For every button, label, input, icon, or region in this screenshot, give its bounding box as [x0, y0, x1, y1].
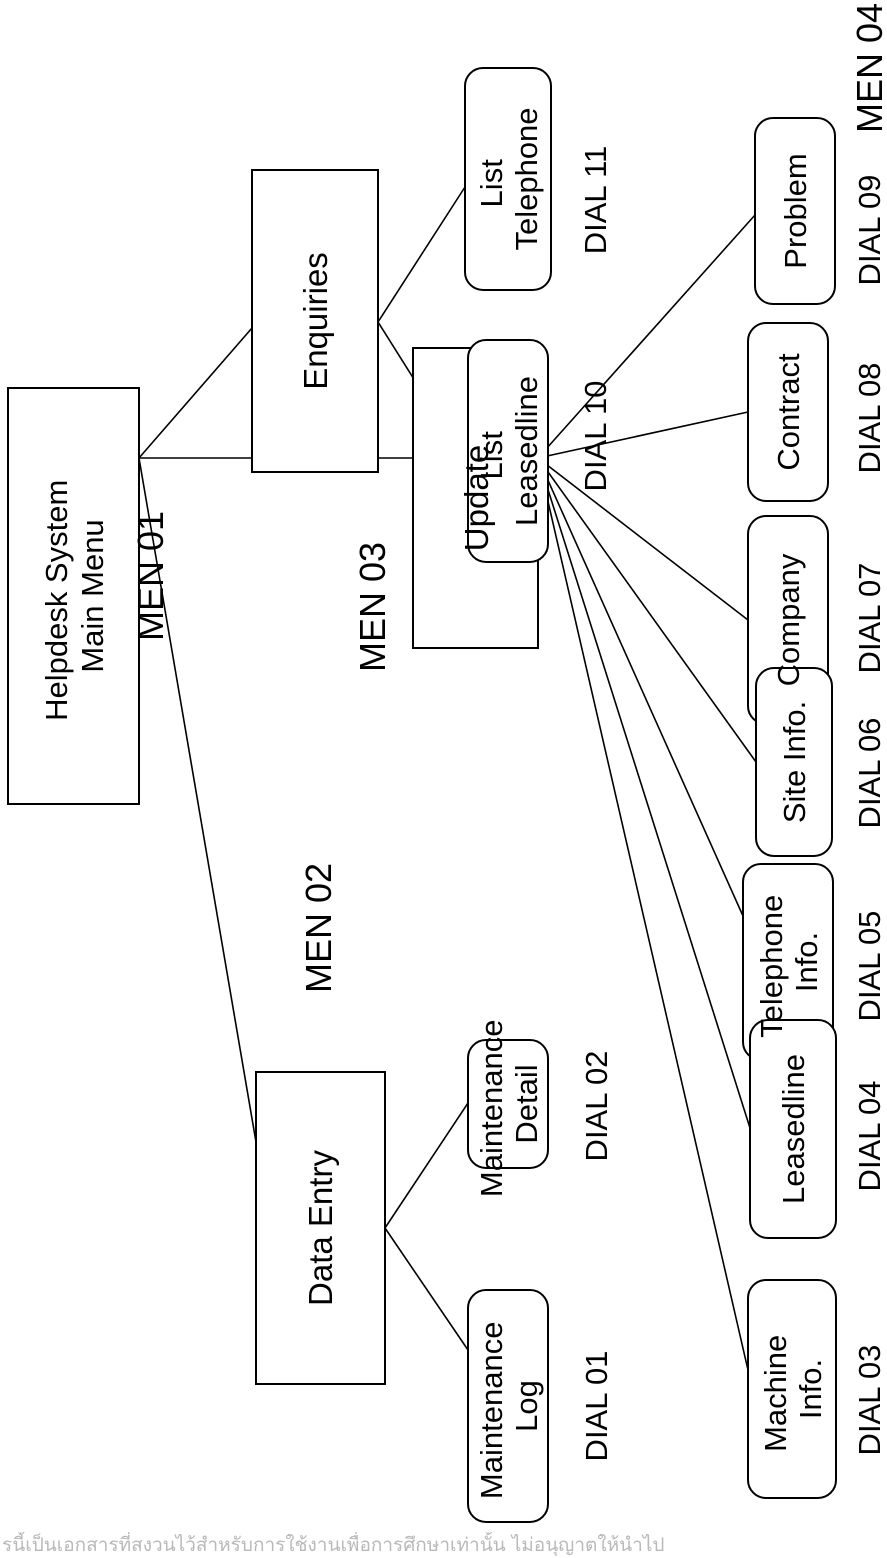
dial-08-label: DIAL 08 — [852, 363, 887, 474]
main-menu-box — [7, 387, 140, 805]
enquiries-label: Enquiries — [297, 252, 334, 390]
dial-07-label: DIAL 07 — [852, 563, 887, 674]
connector-enquiries-list-telephone — [377, 186, 466, 323]
men-04-label: MEN 04 — [849, 3, 887, 133]
leasedline-label: Leasedline — [776, 1054, 811, 1204]
connector-update-company — [537, 457, 749, 621]
machine-info-label: Machine Info. — [758, 1326, 828, 1452]
data-entry-box — [255, 1071, 386, 1385]
dial-06-label: DIAL 06 — [852, 718, 887, 829]
connector-update-machine-info — [537, 457, 749, 1371]
connector-main-data-entry — [138, 457, 257, 1143]
footer-watermark-text: รนี้เป็นเอกสารที่สงวนไว้สำหรับการใช้งานเ… — [2, 1534, 665, 1556]
site-info-label: Site Info. — [777, 701, 812, 823]
connector-update-leasedline — [537, 457, 751, 1129]
dial-04-label: DIAL 04 — [852, 1081, 887, 1192]
connectors — [138, 186, 757, 1371]
dial-03-label: DIAL 03 — [852, 1345, 887, 1456]
company-label: Company — [771, 553, 806, 686]
maintenance-detail-label: Maintenance Detail — [474, 1011, 544, 1197]
maintenance-detail-box — [467, 1039, 549, 1169]
dial-10-label: DIAL 10 — [578, 381, 613, 492]
connector-update-contract — [537, 411, 749, 459]
connector-update-telephone-info — [537, 457, 744, 917]
list-leasedline-label: List Leasedline — [474, 376, 544, 526]
connector-data-entry-maintenance-detail — [384, 1102, 469, 1229]
telephone-info-label: Telephone Info. — [754, 886, 824, 1038]
list-telephone-label: List Telephone — [474, 107, 544, 250]
connector-data-entry-maintenance-log — [384, 1227, 469, 1351]
contract-box — [747, 322, 829, 502]
site-info-box — [755, 667, 833, 857]
connector-update-problem — [537, 214, 756, 459]
dial-05-label: DIAL 05 — [852, 911, 887, 1022]
leasedline-box — [749, 1019, 837, 1239]
list-telephone-box — [464, 67, 552, 291]
maintenance-log-box — [467, 1289, 549, 1523]
dial-02-label: DIAL 02 — [579, 1051, 614, 1162]
maintenance-log-label: Maintenance Log — [474, 1313, 544, 1499]
problem-box — [754, 117, 836, 305]
list-leasedline-box — [467, 339, 549, 563]
dial-01-label: DIAL 01 — [579, 1351, 614, 1462]
update-label: Update — [458, 445, 495, 551]
enquiries-box — [251, 169, 379, 473]
men-01-label: MEN 01 — [130, 511, 171, 641]
connector-update-site-info — [537, 457, 757, 763]
problem-label: Problem — [778, 153, 813, 268]
dial-11-label: DIAL 11 — [578, 146, 613, 255]
men-02-label: MEN 02 — [298, 863, 339, 993]
machine-info-box — [747, 1279, 837, 1499]
men-03-label: MEN 03 — [352, 542, 393, 672]
contract-label: Contract — [771, 353, 806, 471]
connector-main-enquiries — [138, 327, 253, 459]
main-menu-label: Helpdesk System Main Menu — [39, 471, 110, 721]
dial-09-label: DIAL 09 — [852, 175, 887, 286]
data-entry-label: Data Entry — [302, 1150, 339, 1306]
